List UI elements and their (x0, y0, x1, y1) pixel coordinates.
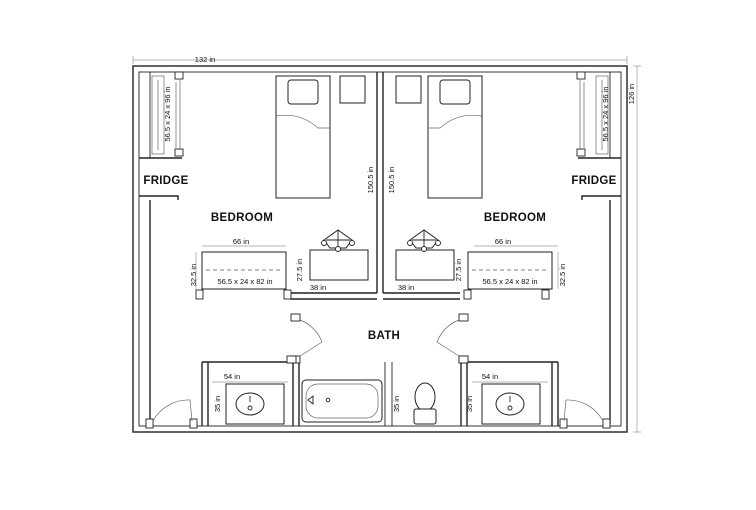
fridge-right-label: FRIDGE (571, 175, 616, 187)
bed-left (275, 75, 331, 199)
interior-walls (139, 72, 621, 426)
nightstand-right (395, 75, 422, 104)
closet-left (151, 75, 181, 155)
closet-left-size-label: 56.5 x 24 x 96 in (163, 86, 172, 141)
bedroom-left-label: BEDROOM (211, 212, 273, 224)
chair-right-icon (407, 229, 441, 252)
vanity-right-width-label: 54 in (482, 372, 498, 381)
closet-right (579, 75, 609, 155)
bed-right-length-label: 150.5 in (387, 167, 396, 194)
bed-right (427, 75, 483, 199)
overall-dimension-lines (132, 56, 641, 433)
closet-right-size-label: 56.5 x 24 x 96 in (601, 86, 610, 141)
sink-right-icon (495, 392, 525, 416)
chair-left-icon (321, 229, 355, 252)
vanity-left-width-label: 54 in (224, 372, 240, 381)
dresser-right (463, 245, 559, 300)
dresser-right-width-label: 66 in (495, 237, 511, 246)
dresser-left-size-label: 56.5 x 24 x 82 in (217, 277, 272, 286)
vanity-right-depth-label: 35 in (465, 396, 474, 412)
bathtub (301, 379, 383, 423)
dresser-left (195, 245, 292, 300)
bedroom-right-label: BEDROOM (484, 212, 546, 224)
desk-left (309, 249, 369, 281)
dresser-left-width-label: 66 in (233, 237, 249, 246)
desk-right (395, 249, 455, 281)
doors (145, 71, 611, 429)
tub-depth-label: 35 in (392, 396, 401, 412)
desk-left-width-label: 38 in (310, 283, 326, 292)
dresser-right-depth-label: 32.5 in (558, 264, 567, 287)
desk-right-width-label: 38 in (398, 283, 414, 292)
desk-left-depth-label: 27.5 in (295, 259, 304, 282)
dresser-left-depth-label: 32.5 in (189, 264, 198, 287)
dresser-right-size-label: 56.5 x 24 x 82 in (482, 277, 537, 286)
vanity-left-depth-label: 35 in (213, 396, 222, 412)
sink-left-icon (235, 392, 265, 416)
bath-label: BATH (368, 330, 400, 342)
exterior-walls (132, 65, 628, 433)
nightstand-left (339, 75, 366, 104)
fridge-left-label: FRIDGE (143, 175, 188, 187)
desk-right-depth-label: 27.5 in (454, 259, 463, 282)
bed-left-length-label: 150.5 in (366, 167, 375, 194)
overall-width-label: 132 in (195, 55, 215, 64)
overall-depth-label: 126 in (627, 84, 636, 104)
toilet-icon (413, 382, 437, 425)
